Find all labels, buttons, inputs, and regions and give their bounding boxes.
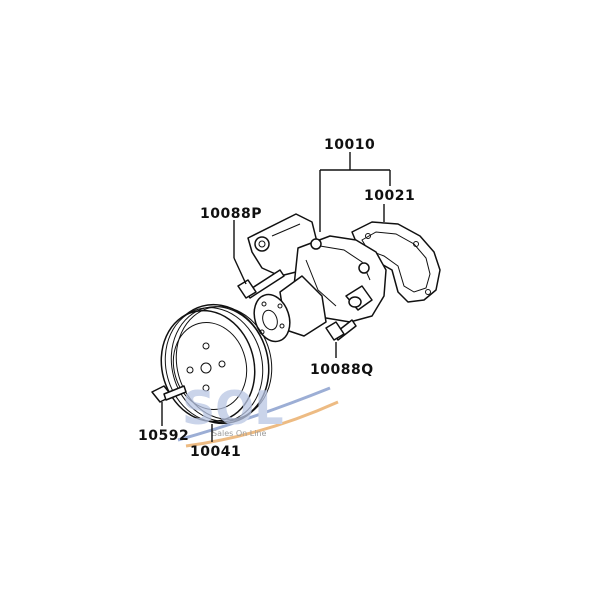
sol-watermark: SOL Sales On Line bbox=[177, 381, 339, 448]
watermark-swoosh-blue bbox=[177, 386, 331, 442]
label-bolt-upper: 10088P bbox=[200, 206, 262, 222]
label-pulley: 10041 bbox=[190, 444, 241, 460]
pulley-drawing bbox=[160, 303, 273, 425]
bolt-10088q-drawing bbox=[325, 319, 357, 341]
watermark-swoosh-orange bbox=[185, 400, 339, 448]
water-pump-drawing bbox=[247, 213, 387, 343]
label-pulley-bolt: 10592 bbox=[138, 428, 189, 444]
leader-lines bbox=[161, 152, 391, 442]
watermark-letters: SOL bbox=[182, 381, 284, 435]
label-water-pump: 10010 bbox=[324, 137, 375, 153]
pulley-bolt-drawing bbox=[151, 385, 187, 403]
label-gasket: 10021 bbox=[364, 188, 415, 204]
label-bolt-lower: 10088Q bbox=[310, 362, 374, 378]
watermark-tagline: Sales On Line bbox=[212, 429, 266, 438]
bolt-10088p-drawing bbox=[237, 269, 285, 299]
